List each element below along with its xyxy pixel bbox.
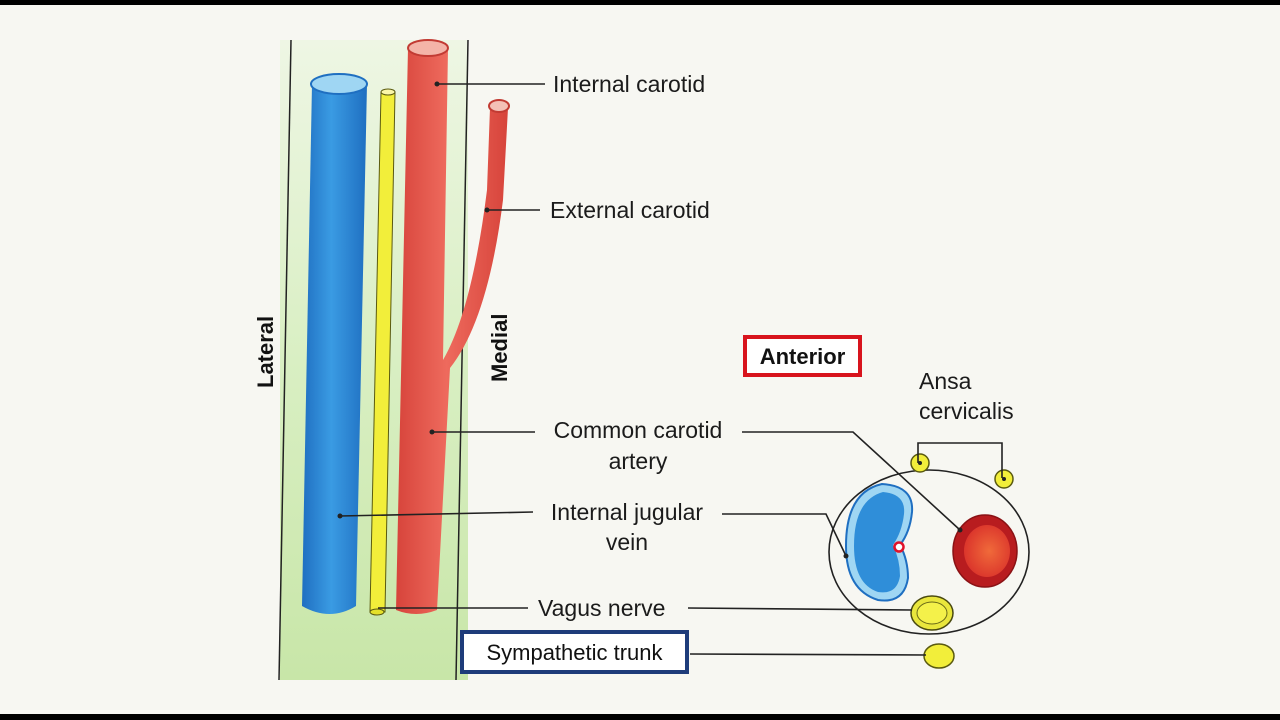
internal-jugular-vein (302, 73, 368, 614)
ijv-label-line2: vein (605, 529, 649, 555)
anterior-label: Anterior (743, 335, 862, 377)
sheath-medial-border (455, 39, 469, 681)
ansa-label-line2: cervicalis (919, 398, 1014, 424)
top-letterbox-bar (0, 0, 1280, 5)
sympathetic-trunk-label: Sympathetic trunk (460, 630, 689, 674)
vagus-nerve (369, 88, 396, 616)
cursor-dot (893, 541, 905, 553)
external-carotid-label: External carotid (550, 197, 710, 223)
common-carotid-label-line1: Common carotid (553, 417, 723, 443)
sheath-outline-cross (828, 469, 1030, 635)
ijv-label-line1: Internal jugular (550, 499, 704, 525)
sympathetic-trunk-cross-section (923, 643, 955, 669)
medial-label: Medial (487, 313, 512, 382)
lateral-label: Lateral (253, 315, 278, 388)
ansa-label-line1: Ansa (919, 368, 972, 394)
common-carotid-label-line2: artery (608, 448, 668, 474)
bottom-letterbox-bar (0, 714, 1280, 720)
cross-section (828, 453, 1030, 669)
vagus-label: Vagus nerve (538, 595, 666, 621)
carotid-arteries (396, 39, 510, 614)
internal-carotid-label: Internal carotid (553, 71, 706, 97)
leader-lines-longitudinal (339, 83, 545, 609)
leader-lines-cross (687, 431, 1003, 656)
leader-dots-longitudinal (337, 81, 490, 519)
sheath-lateral-border (278, 39, 292, 681)
